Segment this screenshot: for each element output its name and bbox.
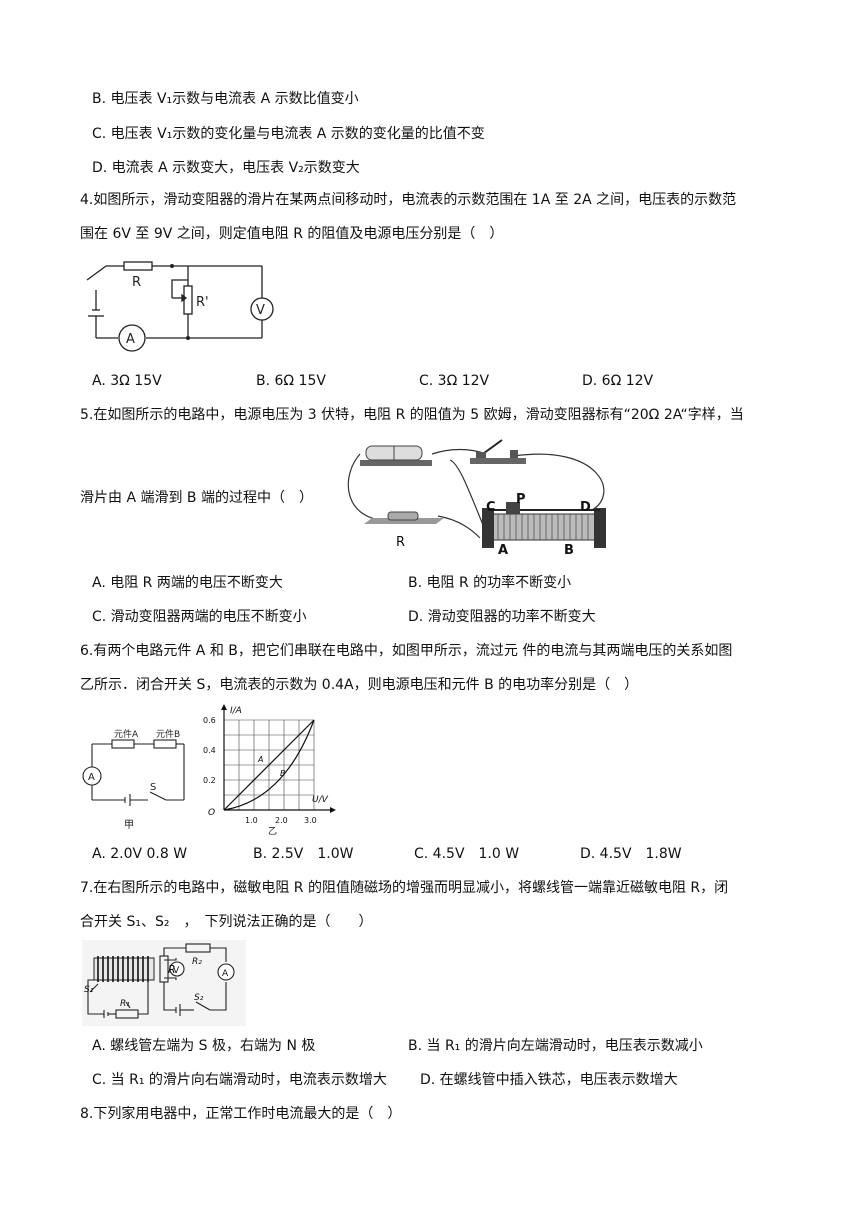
q7-option-a: A. 螺线管左端为 S 极，右端为 N 极: [92, 1038, 316, 1054]
q6-option-c: C. 4.5V 1.0 W: [414, 846, 520, 862]
q6-origin-label: O: [208, 808, 215, 818]
q6-curve-a: [223, 719, 315, 811]
q5-option-c: C. 滑动变阻器两端的电压不断变小: [92, 609, 307, 625]
q6-y-axis-label: I/A: [230, 706, 242, 716]
q7-label-r2: R₂: [192, 957, 202, 967]
q7-label-s2: S₂: [194, 993, 204, 1003]
q5-option-a: A. 电阻 R 两端的电压不断变大: [92, 575, 283, 591]
q6-curve-a-label: A: [257, 755, 263, 764]
q6-stem-line2: 乙所示．闭合开关 S，电流表的示数为 0.4A，则电源电压和元件 B 的电功率分…: [80, 677, 639, 693]
q5-label-d: D: [580, 500, 591, 515]
q4-option-a: A. 3Ω 15V: [92, 373, 162, 389]
q4-stem-line2: 围在 6V 至 9V 之间，则定值电阻 R 的阻值及电源电压分别是（ ）: [80, 226, 504, 242]
q4-label-v: V: [256, 303, 265, 318]
q7-stem-line2: 合开关 S₁、S₂ ， 下列说法正确的是（ ）: [80, 914, 373, 930]
q4-label-r: R: [132, 275, 141, 290]
q4-label-a: A: [126, 332, 135, 347]
q4-option-d: D. 6Ω 12V: [582, 373, 654, 389]
q7-option-b: B. 当 R₁ 的滑片向左端滑动时，电压表示数减小: [408, 1038, 703, 1054]
q5-label-a: A: [498, 543, 508, 558]
q3-option-b: B. 电压表 V₁示数与电流表 A 示数比值变小: [92, 91, 359, 107]
q6-y-tick-0-2: 0.2: [203, 776, 216, 785]
q5-label-b: B: [564, 543, 574, 558]
q6-x-tick-2: 2.0: [275, 816, 288, 825]
q3-option-c: C. 电压表 V₁示数的变化量与电流表 A 示数的变化量的比值不变: [92, 126, 485, 142]
q7-circuit-figure: R V R₂ A S₁ R₁ S₂: [82, 940, 246, 1026]
q6-x-axis-label: U/V: [312, 795, 329, 805]
q7-option-d: D. 在螺线管中插入铁芯，电压表示数增大: [420, 1072, 678, 1088]
q6-option-b: B. 2.5V 1.0W: [253, 846, 354, 862]
q5-label-c: C: [486, 500, 496, 515]
q5-label-r: R: [396, 535, 405, 550]
q4-option-c: C. 3Ω 12V: [419, 373, 490, 389]
q6-yi-label: 乙: [268, 826, 277, 836]
q6-x-tick-3: 3.0: [304, 816, 317, 825]
q7-label-r1: R₁: [120, 999, 130, 1009]
q6-circuit-jia: 元件A 元件B A S 甲: [82, 728, 185, 831]
q7-option-c: C. 当 R₁ 的滑片向右端滑动时，电流表示数增大: [92, 1072, 387, 1088]
q5-option-b: B. 电阻 R 的功率不断变小: [408, 575, 572, 591]
q6-option-d: D. 4.5V 1.8W: [580, 846, 682, 862]
q4-option-b: B. 6Ω 15V: [256, 373, 326, 389]
q5-circuit-photo: C P D R A B: [347, 439, 606, 558]
q6-curve-b: [223, 719, 315, 811]
q8-stem: 8.下列家用电器中，正常工作时电流最大的是（ ）: [80, 1106, 402, 1122]
q7-label-r: R: [168, 963, 176, 976]
q6-y-tick-0-4: 0.4: [203, 746, 216, 755]
q6-stem-line1: 6.有两个电路元件 A 和 B，把它们串联在电路中，如图甲所示，流过元 件的电流…: [80, 643, 733, 659]
q7-label-s1: S₁: [84, 985, 94, 995]
q6-curve-b-label: B: [280, 769, 286, 778]
q6-label-ammeter: A: [88, 772, 95, 783]
q3-option-d: D. 电流表 A 示数变大，电压表 V₂示数变大: [92, 160, 360, 176]
q5-option-d: D. 滑动变阻器的功率不断变大: [408, 609, 596, 625]
q4-label-r-prime: R': [196, 295, 209, 310]
q7-stem-line1: 7.在右图所示的电路中，磁敏电阻 R 的阻值随磁场的增强而明显减小，将螺线管一端…: [80, 880, 729, 896]
q6-label-elem-a: 元件A: [114, 728, 139, 740]
q6-x-tick-1: 1.0: [245, 816, 258, 825]
q6-label-elem-b: 元件B: [156, 728, 180, 740]
q6-option-a: A. 2.0V 0.8 W: [92, 846, 188, 862]
q5-stem-line1: 5.在如图所示的电路中，电源电压为 3 伏特，电阻 R 的阻值为 5 欧姆，滑动…: [80, 407, 744, 423]
q5-label-p: P: [516, 492, 526, 507]
q6-y-tick-0-6: 0.6: [203, 716, 216, 725]
q5-stem-line2: 滑片由 A 端滑到 B 端的过程中（ ）: [80, 490, 313, 506]
q6-iu-graph: I/A U/V O 0.6 0.4 0.2 1.0 2.0 3.0 A B 乙: [203, 704, 336, 836]
q7-label-a: A: [222, 969, 229, 979]
q6-label-switch: S: [150, 782, 156, 793]
q4-circuit-figure: R R' V A: [86, 261, 274, 352]
q4-stem-line1: 4.如图所示，滑动变阻器的滑片在某两点间移动时，电流表的示数范围在 1A 至 2…: [80, 192, 737, 208]
q6-label-jia: 甲: [124, 820, 134, 831]
q7-label-v: V: [173, 966, 180, 976]
